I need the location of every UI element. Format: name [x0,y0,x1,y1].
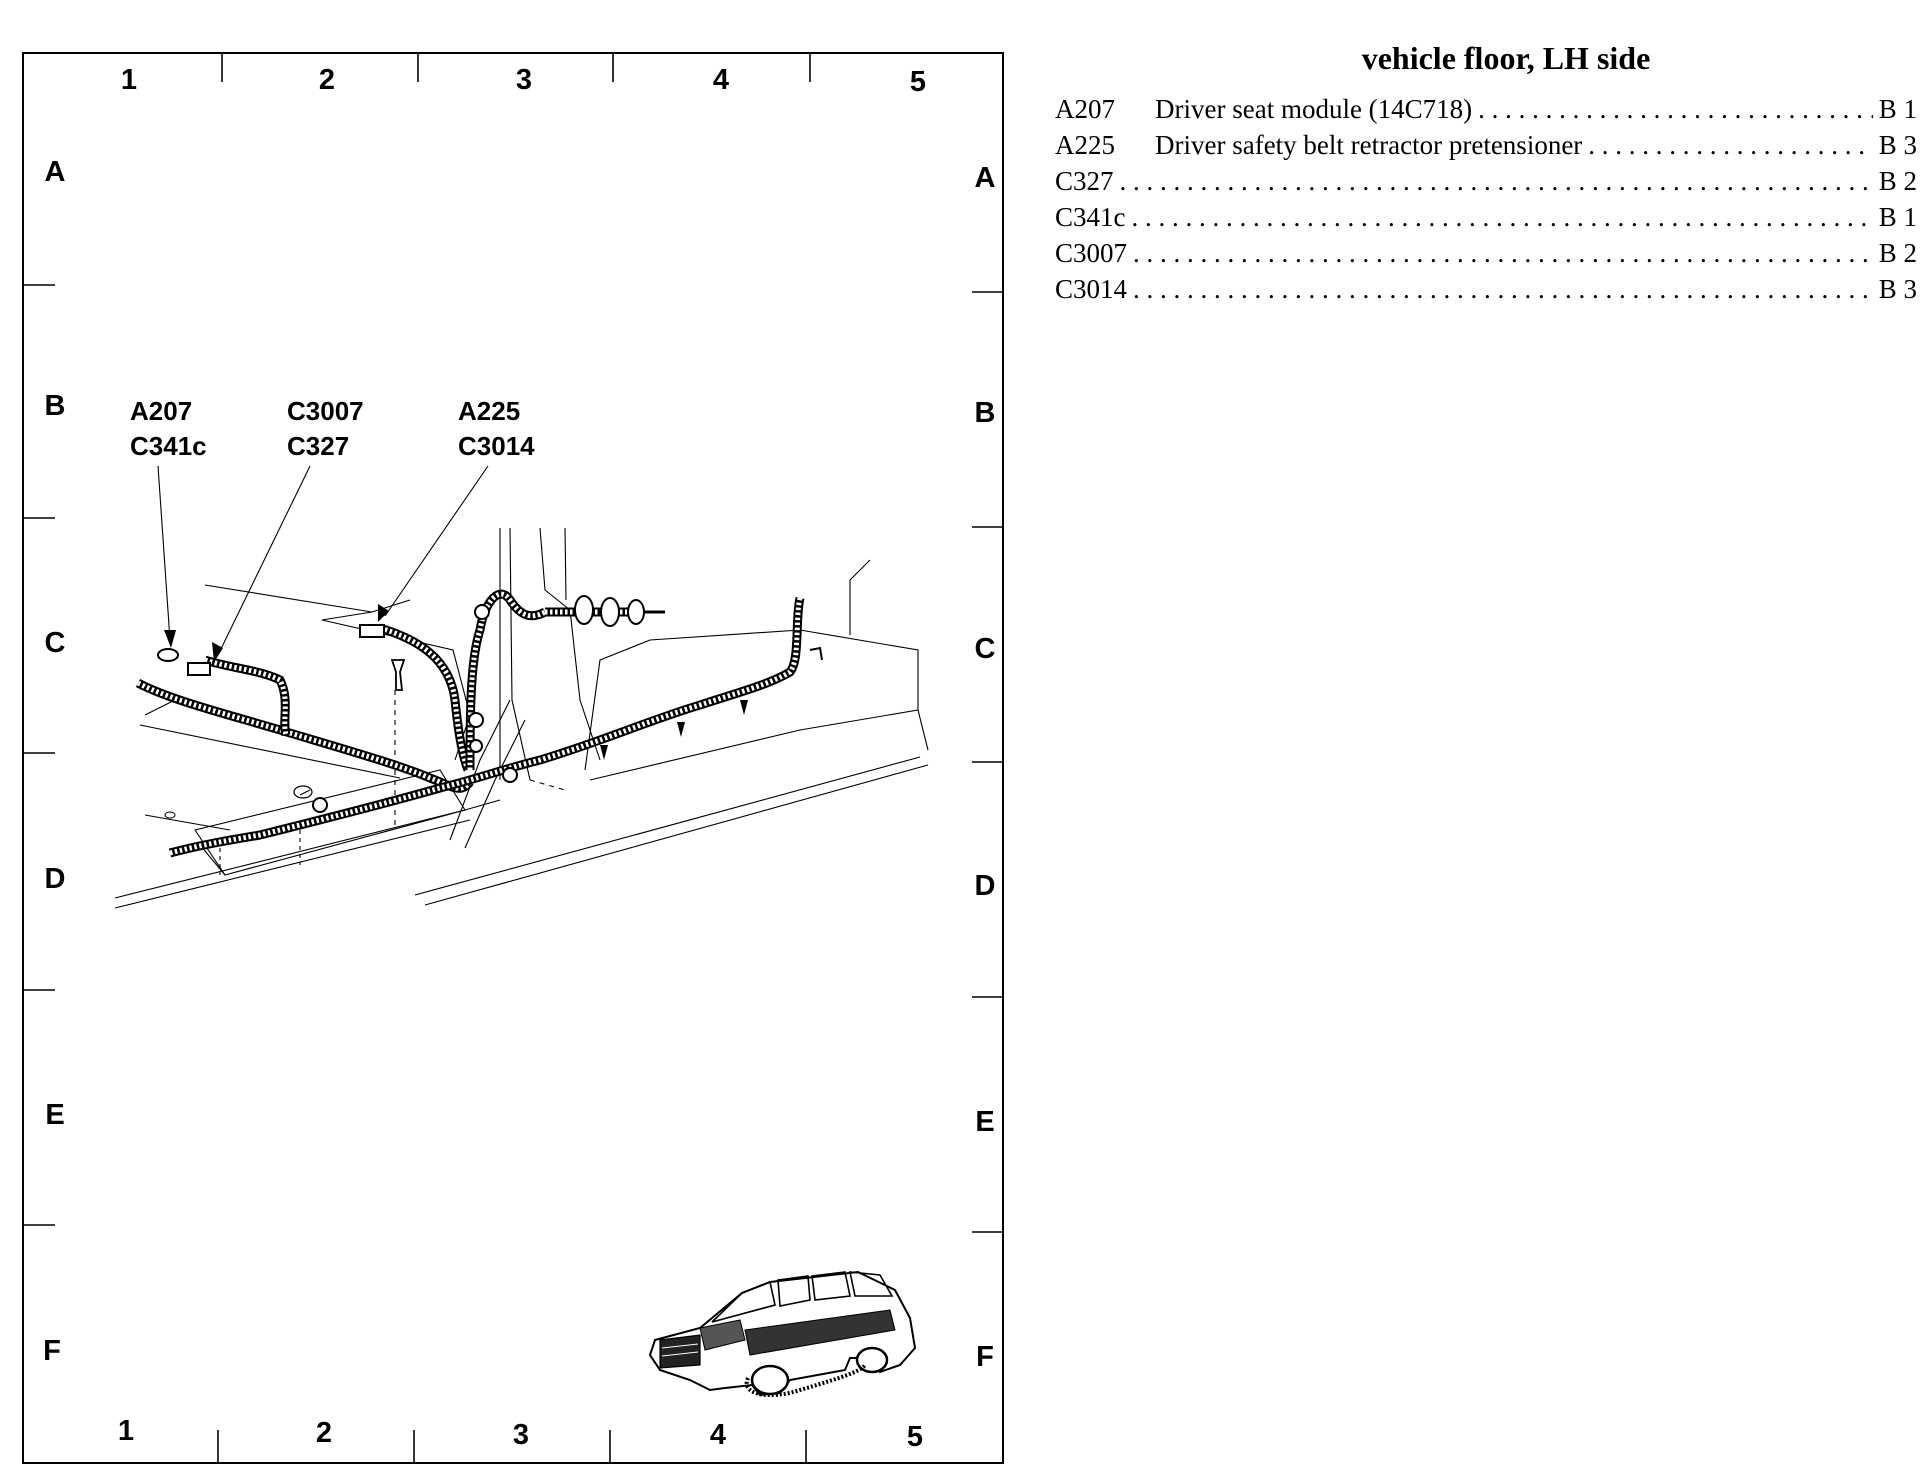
index-row: C3007 B 2 [1055,235,1917,271]
grid-row-left-D: D [45,863,66,895]
index-location: B 1 [1878,202,1917,232]
index-leader-dots [1133,235,1873,271]
bottom-column-dividers [217,1430,807,1463]
index-code: C3014 [1055,274,1128,304]
callout-c327-label: C327 [287,431,349,461]
index-code: C341c [1055,202,1126,232]
index-code: A207 [1055,94,1115,124]
left-row-dividers [23,284,55,1226]
grid-row-left-C: C [45,627,66,659]
grid-row-right-D: D [975,870,996,902]
index-leader-dots [1588,127,1872,163]
index-description: Driver safety belt retractor pretensione… [1155,130,1583,160]
index-leader-dots [1478,91,1873,127]
index-location: B 1 [1878,94,1917,124]
index-location: B 2 [1878,166,1917,196]
grid-col-top-3: 3 [516,64,532,96]
index-location: B 2 [1878,238,1917,268]
callout-c3007-label: C3007 [287,396,364,426]
index-title: vehicle floor, LH side [1361,40,1651,76]
wiring-harness [135,589,823,858]
grid-col-bottom-3: 3 [513,1419,529,1451]
grid-col-bottom-1: 1 [118,1415,134,1447]
index-code: C3007 [1055,238,1128,268]
grid-col-bottom-2: 2 [316,1417,332,1449]
grid-row-right-C: C [975,633,996,665]
callout-c3007-c327: C3007 C327 [287,396,364,461]
grid-row-right-F: F [976,1341,994,1373]
grid-col-top-1: 1 [121,64,137,96]
grid-row-left-F: F [43,1335,61,1367]
index-row: C341c B 1 [1055,199,1917,235]
index-row: C327 B 2 [1055,163,1917,199]
leader-lines [157,465,489,662]
grid-row-right-A: A [975,162,996,194]
callout-a225-label: A225 [458,396,520,426]
grid-row-right-E: E [975,1106,994,1138]
index-row: A207 Driver seat module (14C718) B 1 [1055,91,1917,127]
grid-col-top-2: 2 [319,64,335,96]
index-leader-dots [1120,163,1873,199]
index-leader-dots [1132,199,1873,235]
index-location: B 3 [1878,130,1917,160]
callout-a207-label: A207 [130,396,192,426]
callout-a207-c341c: A207 C341c [130,396,207,461]
component-index: vehicle floor, LH side A207 Driver seat … [1055,40,1917,307]
grid-row-left-B: B [45,390,66,422]
index-code: C327 [1055,166,1114,196]
callout-a225-c3014: A225 C3014 [458,396,535,461]
index-row: A225 Driver safety belt retractor preten… [1055,127,1917,163]
grid-row-left-A: A [45,156,66,188]
index-row: C3014 B 3 [1055,271,1917,307]
index-location: B 3 [1878,274,1917,304]
index-description: Driver seat module (14C718) [1155,94,1473,124]
diagram-frame [22,52,1004,1464]
grid-col-top-4: 4 [713,64,729,96]
index-leader-dots [1133,271,1873,307]
grid-row-right-B: B [975,397,996,429]
callout-c341c-label: C341c [130,431,207,461]
grid-col-top-5: 5 [910,66,926,98]
index-code: A225 [1055,130,1115,160]
callout-c3014-label: C3014 [458,431,535,461]
top-column-dividers [221,53,811,82]
right-row-dividers [972,291,1003,1233]
suv-locator-icon [648,1270,917,1398]
grid-col-bottom-5: 5 [907,1421,923,1453]
grid-row-left-E: E [45,1099,64,1131]
grid-col-bottom-4: 4 [710,1419,726,1451]
